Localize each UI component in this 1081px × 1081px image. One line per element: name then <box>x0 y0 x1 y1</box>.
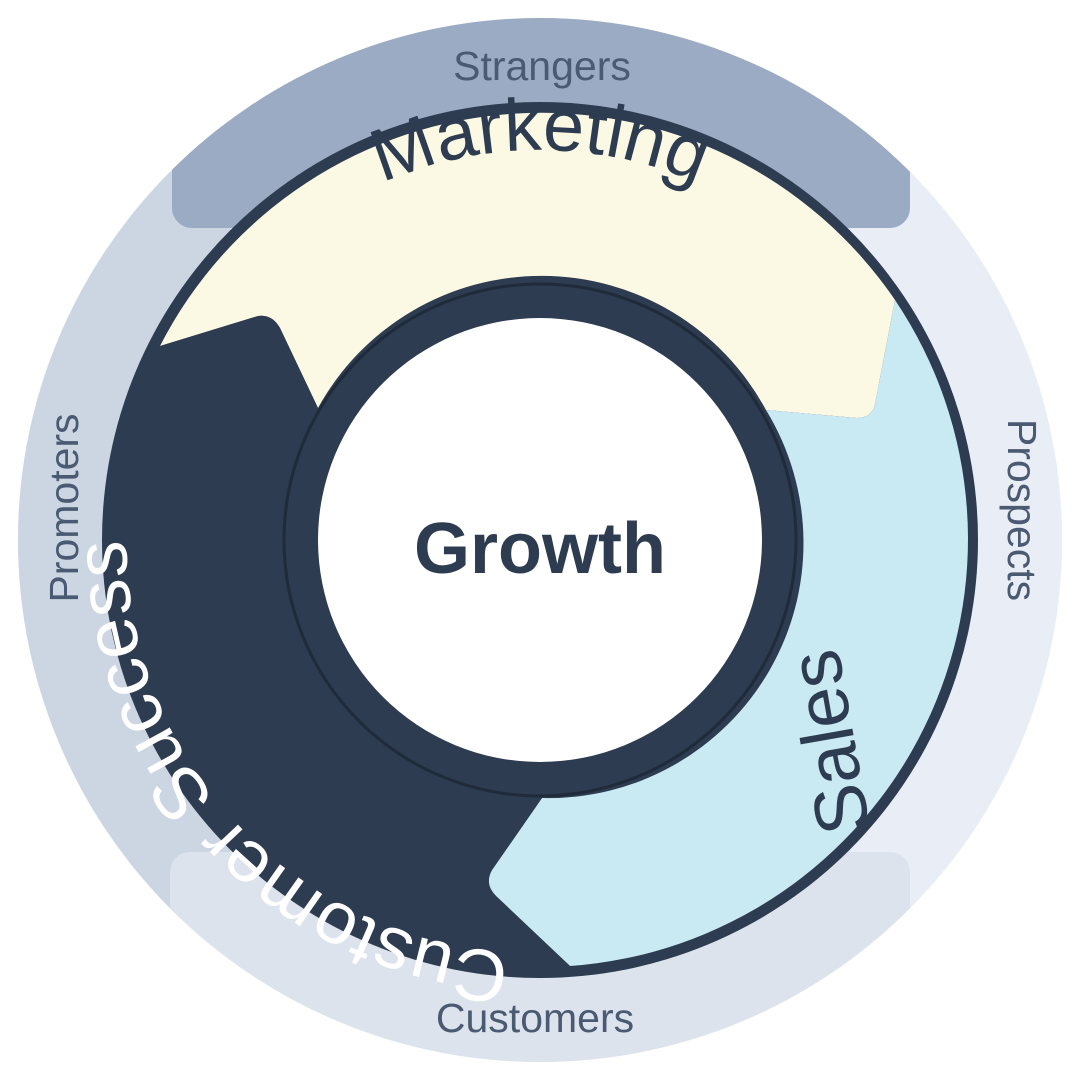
segment-marketing <box>160 112 895 418</box>
hub <box>318 318 762 762</box>
stage-label-customers: Customers <box>436 995 634 1041</box>
stage-label-strangers: Strangers <box>453 43 631 89</box>
stage-label-prospects: Prospects <box>999 419 1045 601</box>
segment-customer-success <box>114 315 570 967</box>
stage-label-promoters: Promoters <box>41 413 87 602</box>
center-label: Growth <box>414 509 666 589</box>
segment-sales <box>488 300 968 966</box>
